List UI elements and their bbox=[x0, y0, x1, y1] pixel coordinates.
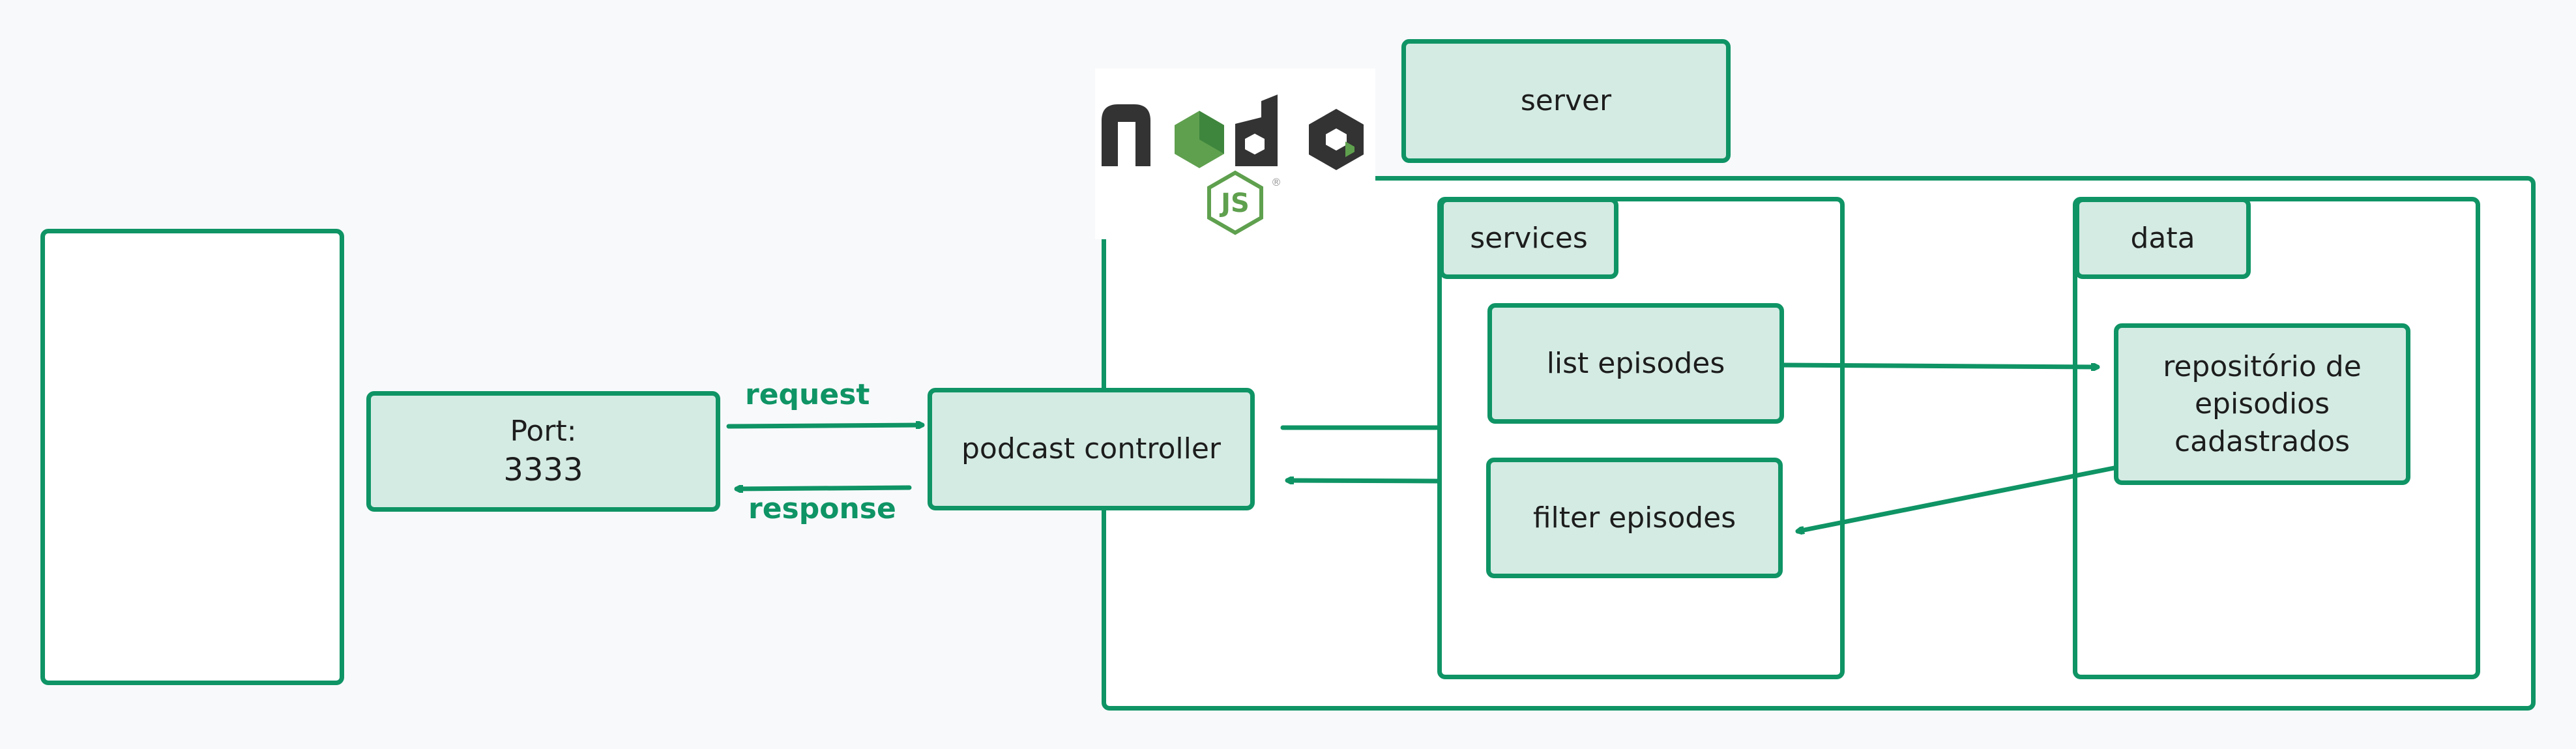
podcast-controller-label: podcast controller bbox=[961, 432, 1221, 466]
svg-text:JS: JS bbox=[1219, 188, 1250, 218]
repository-box bbox=[2114, 323, 2410, 485]
server-label: server bbox=[1520, 84, 1612, 118]
repository-label: repositório de episodios cadastrados bbox=[2114, 323, 2410, 485]
services-label-box bbox=[1439, 198, 1618, 279]
response-label: response bbox=[748, 492, 896, 525]
list-episodes-label: list episodes bbox=[1546, 346, 1725, 380]
nodejs-logo-icon: JS ® bbox=[1102, 95, 1364, 235]
request-label: request bbox=[745, 378, 870, 411]
services-to-controller-arrow bbox=[1285, 480, 1440, 481]
port-label-line1: Port: bbox=[510, 414, 577, 448]
repository-label-line2: episodios bbox=[2194, 387, 2330, 421]
list-to-repository-arrow bbox=[1781, 362, 2100, 367]
data-label: data bbox=[2130, 221, 2195, 255]
podcast-controller-box bbox=[928, 388, 1255, 510]
client-box bbox=[40, 229, 344, 685]
repository-label-line1: repositório de bbox=[2163, 350, 2362, 384]
list-episodes-box bbox=[1487, 303, 1784, 424]
filter-episodes-label: filter episodes bbox=[1532, 501, 1736, 535]
svg-text:®: ® bbox=[1271, 176, 1281, 188]
port-box bbox=[366, 391, 720, 512]
port-label-line2: 3333 bbox=[503, 451, 583, 488]
data-label-box bbox=[2075, 198, 2251, 279]
repository-to-filter-arrow bbox=[1795, 465, 2116, 531]
port-label: Port: 3333 bbox=[366, 391, 720, 512]
services-label: services bbox=[1470, 221, 1588, 255]
response-arrow bbox=[734, 488, 912, 489]
repository-label-line3: cadastrados bbox=[2174, 424, 2350, 458]
nodejs-logo: JS ® bbox=[1095, 68, 1375, 239]
server-label-box bbox=[1401, 39, 1731, 163]
filter-episodes-box bbox=[1486, 458, 1783, 578]
request-arrow bbox=[726, 425, 925, 426]
